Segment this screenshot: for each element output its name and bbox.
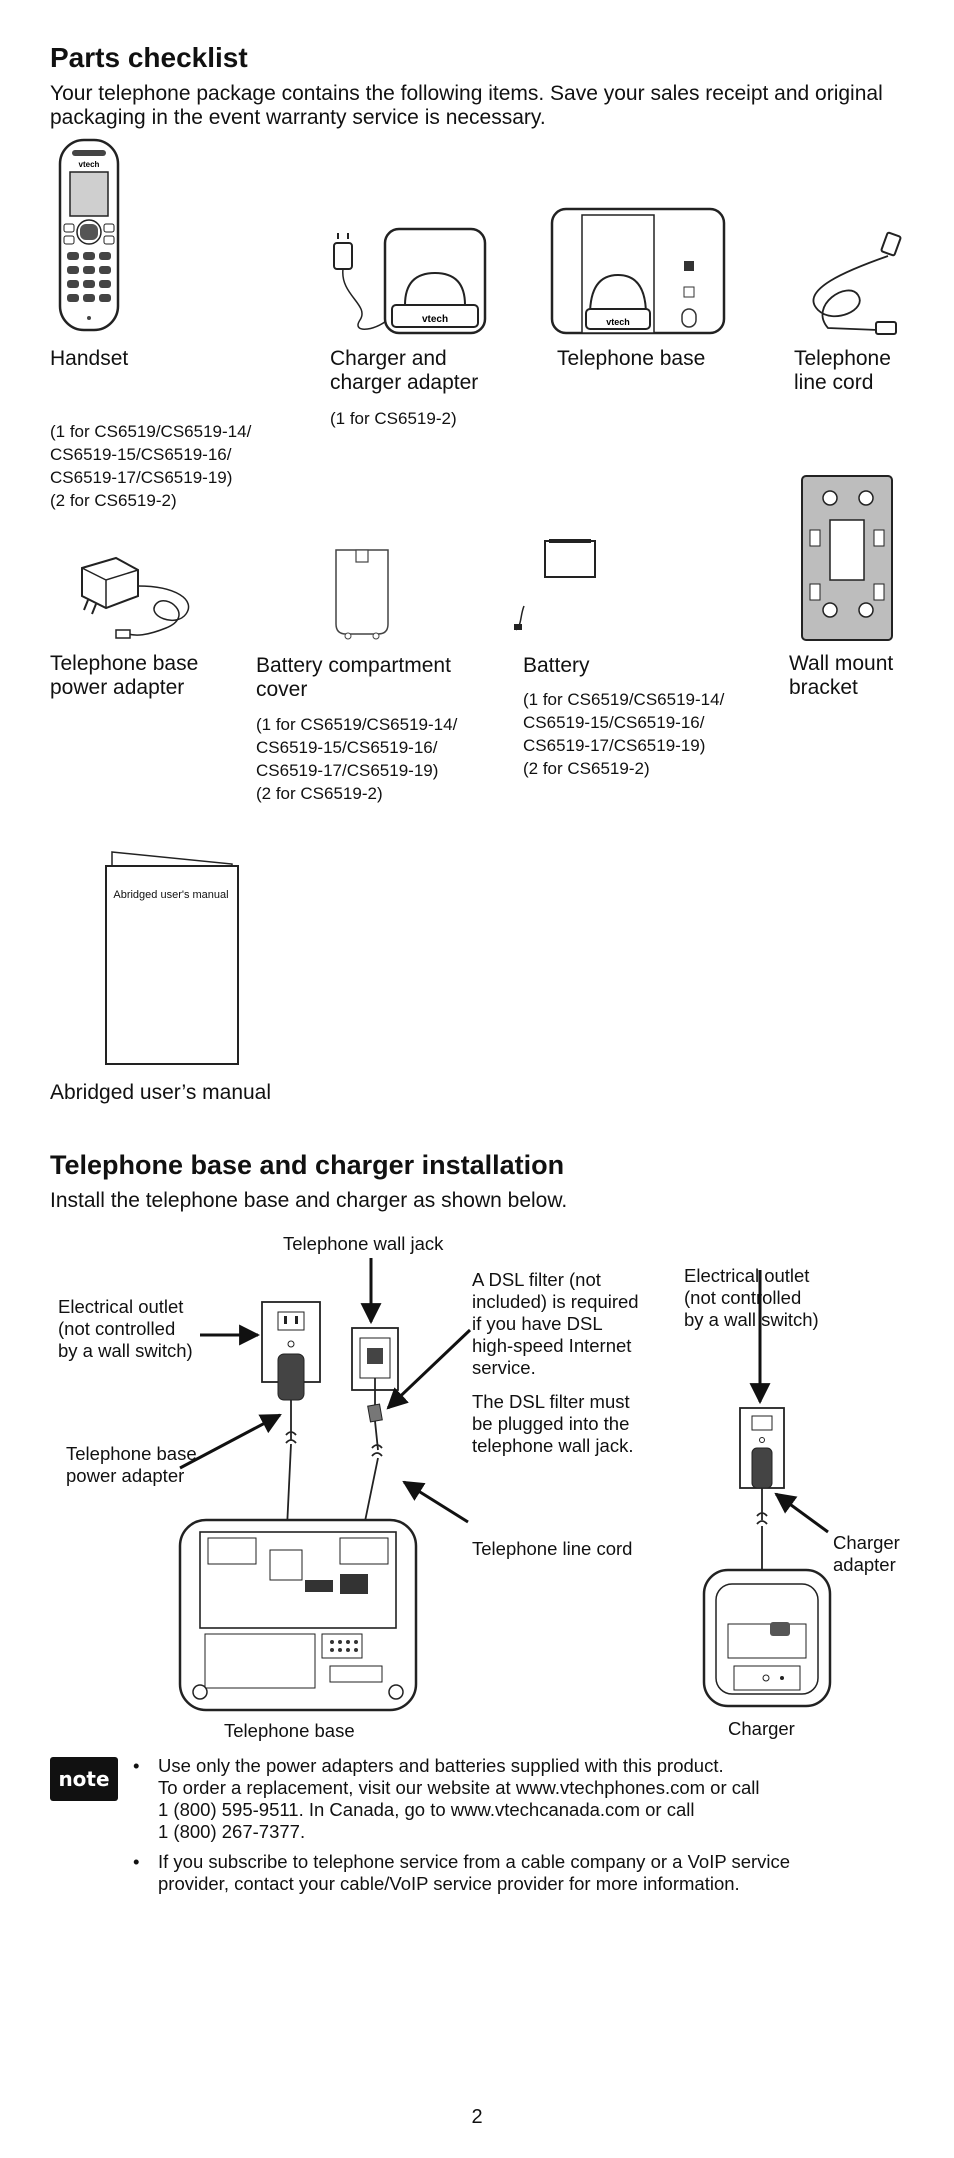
telephone-base-illustration: vtech xyxy=(550,207,726,335)
item-qty-battery: (1 for CS6519/CS6519-14/ CS6519-15/CS651… xyxy=(523,690,725,778)
line-cord-illustration xyxy=(812,231,902,335)
label-telephone-base: Telephone base xyxy=(224,1720,355,1741)
item-qty-battery-cover: (1 for CS6519/CS6519-14/ CS6519-15/CS651… xyxy=(256,715,458,803)
manual-illustration xyxy=(105,851,239,1065)
item-name-telephone-base: Telephone base xyxy=(557,347,706,370)
item-qty-handset: (1 for CS6519/CS6519-14/ CS6519-15/CS651… xyxy=(50,422,252,510)
item-name-base-power-adapter: Telephone base power adapter xyxy=(50,652,199,699)
parts-checklist-title: Parts checklist xyxy=(50,42,248,73)
svg-text:vtech: vtech xyxy=(422,314,448,325)
svg-text:vtech: vtech xyxy=(606,317,630,327)
item-name-battery: Battery xyxy=(523,654,590,677)
label-dsl-wall-jack: The DSL filter must be plugged into the … xyxy=(472,1391,634,1456)
charger-illustration: vtech xyxy=(333,227,487,335)
label-outlet-left: Electrical outlet (not controlled by a w… xyxy=(58,1296,193,1361)
handset-brand: vtech xyxy=(79,160,100,169)
label-wall-jack: Telephone wall jack xyxy=(283,1233,444,1254)
item-name-charger: Charger and charger adapter xyxy=(330,347,479,394)
parts-intro: Your telephone package contains the foll… xyxy=(50,82,883,129)
label-base-power-adapter: Telephone base power adapter xyxy=(66,1443,197,1486)
label-dsl-required: A DSL filter (not included) is required … xyxy=(472,1269,639,1378)
label-charger: Charger xyxy=(728,1718,795,1739)
note-bullet-1: Use only the power adapters and batterie… xyxy=(133,1755,760,1843)
installation-diagram xyxy=(178,1258,832,1712)
battery-cover-illustration xyxy=(335,549,389,640)
note-bullet-2: If you subscribe to telephone service fr… xyxy=(133,1851,790,1895)
wall-mount-bracket-illustration xyxy=(801,475,893,641)
install-intro: Install the telephone base and charger a… xyxy=(50,1189,568,1212)
item-name-line-cord: Telephone line cord xyxy=(794,347,891,394)
note-badge: note xyxy=(50,1757,118,1801)
handset-illustration: vtech xyxy=(58,138,120,332)
item-name-wall-mount: Wall mount bracket xyxy=(789,652,894,699)
install-title: Telephone base and charger installation xyxy=(50,1150,565,1180)
item-qty-charger: (1 for CS6519-2) xyxy=(330,409,457,428)
item-name-handset: Handset xyxy=(50,347,129,370)
battery-illustration xyxy=(514,539,596,631)
item-name-manual: Abridged user’s manual xyxy=(50,1081,272,1104)
label-charger-adapter: Charger adapter xyxy=(833,1532,900,1575)
page-number: 2 xyxy=(471,2106,483,2128)
item-name-battery-cover: Battery compartment cover xyxy=(256,654,451,701)
label-outlet-right: Electrical outlet (not controlled by a w… xyxy=(684,1265,819,1330)
manual-cover-text: Abridged user's manual xyxy=(113,889,229,901)
base-power-adapter-illustration xyxy=(81,556,190,639)
label-line-cord: Telephone line cord xyxy=(472,1538,633,1559)
